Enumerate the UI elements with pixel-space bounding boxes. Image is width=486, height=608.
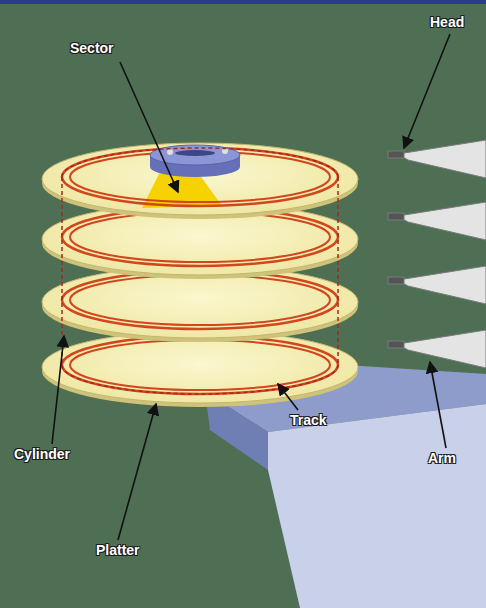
top-strip (0, 0, 486, 4)
platter-1 (42, 143, 358, 219)
base-front (268, 404, 486, 608)
part-label: Track (290, 412, 327, 428)
part-label: Cylinder (14, 446, 70, 462)
leader-lines (52, 34, 450, 540)
cylinder-outline (62, 148, 338, 394)
arms (388, 140, 486, 368)
part-label: Head (430, 14, 464, 30)
part-label: Platter (96, 542, 140, 558)
part-label: Sector (70, 40, 114, 56)
platter-4 (42, 331, 358, 407)
part-label: Arm (428, 450, 456, 466)
